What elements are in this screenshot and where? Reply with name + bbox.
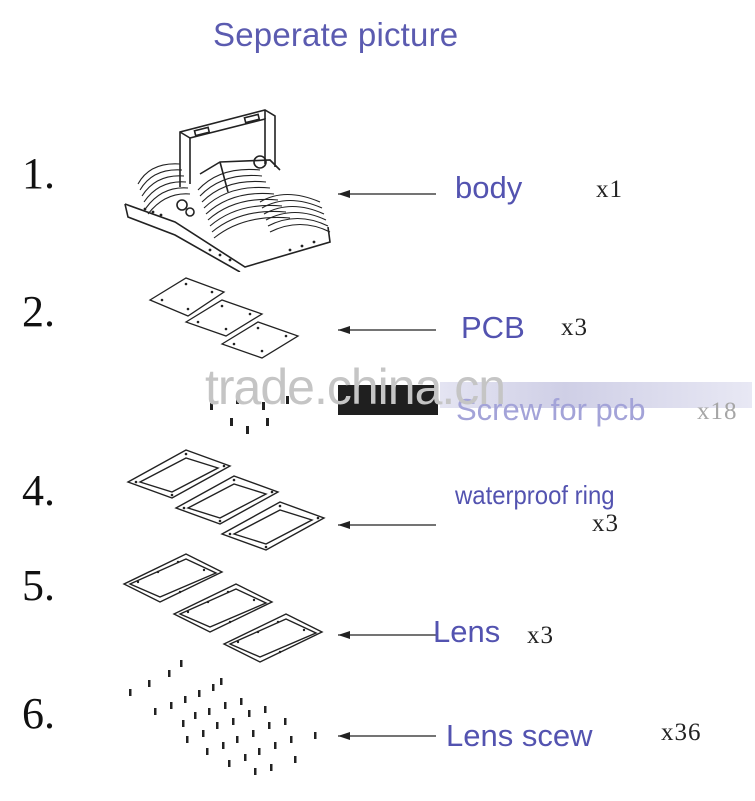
qty-pcb: x3 bbox=[561, 314, 588, 341]
lens-screws-drawing bbox=[129, 660, 317, 775]
watermark-dark-bar bbox=[338, 385, 438, 415]
waterproof-ring-drawing bbox=[126, 449, 326, 551]
qty-body: x1 bbox=[596, 176, 623, 203]
label-body: body bbox=[455, 170, 523, 205]
item-number-2: 2. bbox=[22, 287, 55, 336]
item-number-1: 1. bbox=[22, 149, 55, 198]
label-lens: Lens bbox=[433, 614, 501, 649]
lens-drawing bbox=[122, 553, 324, 663]
qty-screw-pcb: x18 bbox=[697, 398, 738, 425]
arrow-waterproof-ring bbox=[338, 521, 436, 529]
arrow-pcb bbox=[338, 326, 436, 334]
floodlight-body-drawing bbox=[124, 109, 331, 272]
arrow-body bbox=[338, 190, 436, 198]
item-number-4: 4. bbox=[22, 466, 55, 515]
arrow-lens-screw bbox=[338, 732, 436, 740]
watermark-blur-band bbox=[440, 382, 752, 408]
page-title: Seperate picture bbox=[213, 16, 459, 53]
arrow-lens bbox=[338, 631, 436, 639]
qty-lens: x3 bbox=[527, 622, 554, 649]
qty-waterproof-ring: x3 bbox=[592, 510, 619, 537]
label-screw-pcb: Screw for pcb bbox=[456, 392, 646, 427]
pcb-drawing bbox=[148, 277, 300, 359]
label-waterproof-ring: waterproof ring bbox=[455, 480, 615, 510]
item-number-6: 6. bbox=[22, 689, 55, 738]
item-number-5: 5. bbox=[22, 561, 55, 610]
label-pcb: PCB bbox=[461, 310, 525, 345]
watermark: trade.china.cn bbox=[205, 359, 506, 415]
pcb-screws-drawing bbox=[210, 396, 289, 434]
qty-lens-screw: x36 bbox=[661, 719, 702, 746]
label-lens-screw: Lens scew bbox=[446, 718, 593, 753]
